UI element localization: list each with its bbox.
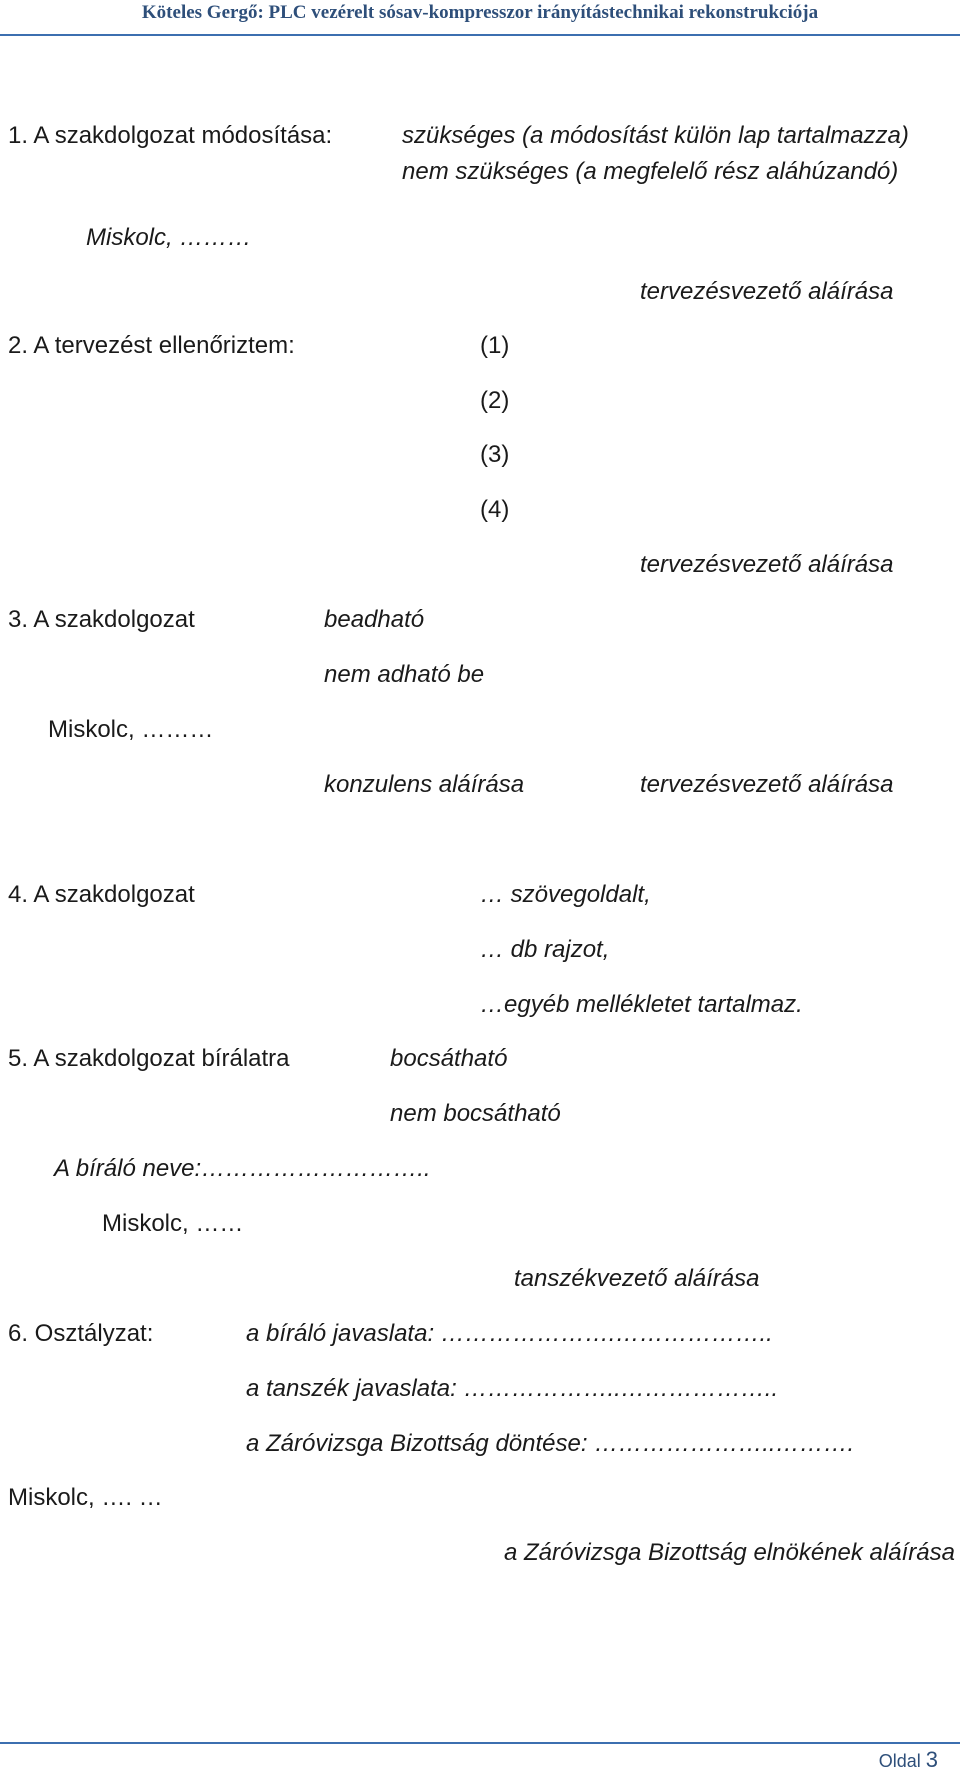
section-5-option-accept: bocsátható: [390, 1045, 508, 1072]
section-3-place-date: Miskolc, ………: [48, 716, 214, 743]
section-4-attachments: …egyéb mellékletet tartalmaz.: [480, 991, 803, 1018]
section-3-signature-consultant: konzulens aláírása: [324, 771, 525, 798]
section-2-check-2: (2): [480, 387, 510, 414]
section-3-option-accept: beadható: [324, 606, 425, 633]
section-5-option-reject: nem bocsátható: [390, 1100, 561, 1127]
section-4-text-pages: … szövegoldalt,: [480, 881, 651, 908]
section-3-label: 3. A szakdolgozat: [8, 606, 195, 633]
section-1-option-not-needed: nem szükséges (a megfelelő rész aláhúzan…: [402, 158, 899, 185]
section-4-drawings: … db rajzot,: [480, 936, 610, 963]
section-6-reviewer-proposal: a bíráló javaslata: ………………….………………..: [246, 1320, 773, 1347]
header-divider: [0, 34, 960, 36]
section-2-check-3: (3): [480, 441, 510, 468]
page-header-title: Köteles Gergő: PLC vezérelt sósav-kompre…: [141, 2, 819, 23]
section-2-label: 2. A tervezést ellenőriztem:: [8, 332, 295, 359]
section-5-reviewer-name: A bíráló neve:………………………..: [54, 1155, 431, 1182]
page-footer: Oldal 3: [879, 1747, 938, 1773]
section-6-committee-decision: a Záróvizsga Bizottság döntése: ………………….…: [246, 1430, 855, 1457]
section-2-signature: tervezésvezető aláírása: [640, 551, 894, 578]
section-6-signature: a Záróvizsga Bizottság elnökének aláírás…: [504, 1539, 955, 1566]
section-6-place-date: Miskolc, …. …: [8, 1484, 163, 1511]
section-3-signature-supervisor: tervezésvezető aláírása: [640, 771, 894, 798]
section-1-option-needed: szükséges (a módosítást külön lap tartal…: [402, 122, 909, 149]
section-5-signature: tanszékvezető aláírása: [514, 1265, 760, 1292]
section-2-check-4: (4): [480, 496, 510, 523]
section-5-label: 5. A szakdolgozat bírálatra: [8, 1045, 290, 1072]
section-5-place-date: Miskolc, ……: [102, 1210, 244, 1237]
page-number: 3: [925, 1747, 938, 1772]
section-2-check-1: (1): [480, 332, 510, 359]
section-1-label: 1. A szakdolgozat módosítása:: [8, 122, 333, 149]
section-3-option-reject: nem adható be: [324, 661, 485, 688]
section-4-label: 4. A szakdolgozat: [8, 881, 195, 908]
section-6-department-proposal: a tanszék javaslata: ………………..………………..: [246, 1375, 779, 1402]
section-1-signature: tervezésvezető aláírása: [640, 278, 894, 305]
section-1-place-date: Miskolc, ………: [86, 224, 252, 251]
page-label: Oldal: [878, 1751, 921, 1771]
footer-divider: [0, 1742, 960, 1744]
section-6-label: 6. Osztályzat:: [8, 1320, 154, 1347]
